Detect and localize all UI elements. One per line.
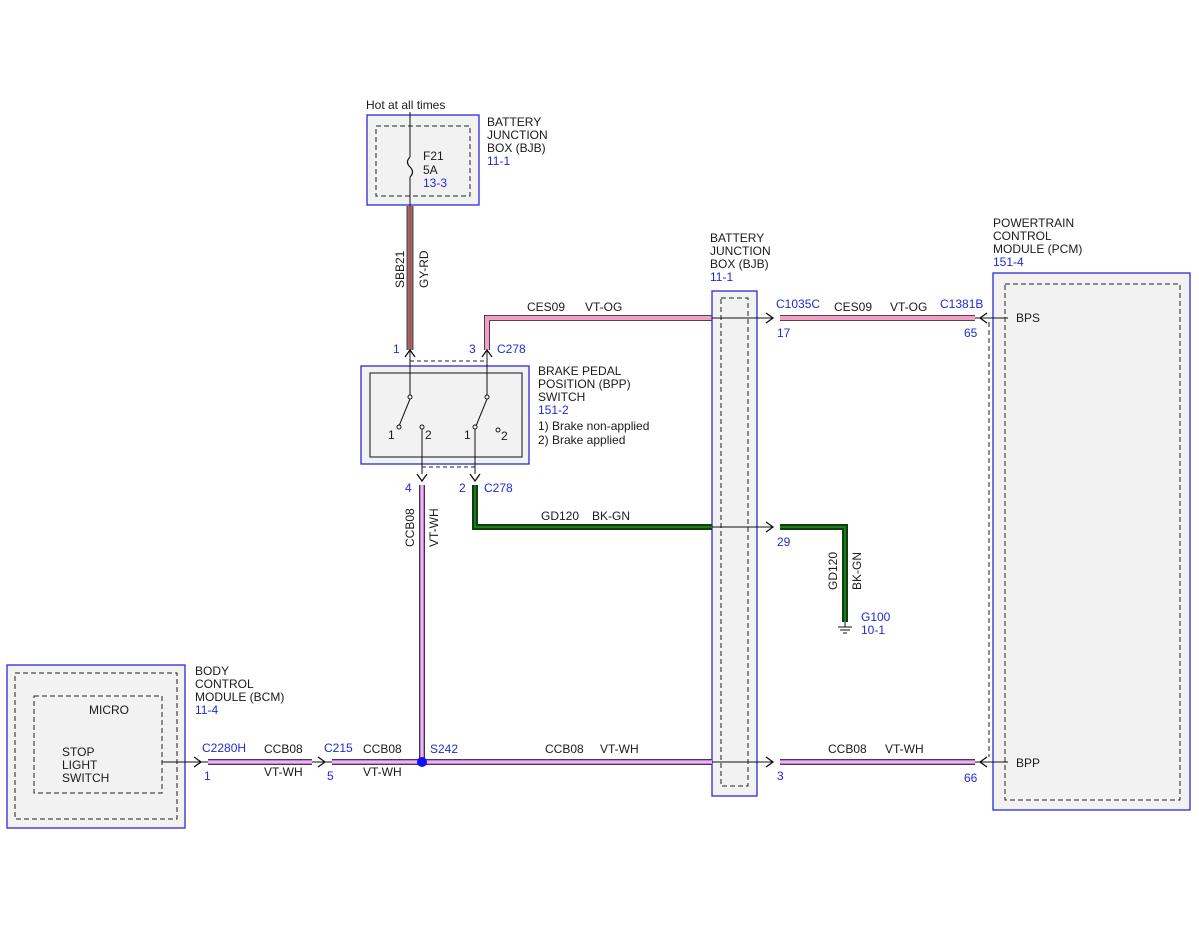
bjb-mid-title-3: BOX (BJB) xyxy=(710,257,769,271)
bjb-mid-title-2: JUNCTION xyxy=(710,244,771,258)
fuse-rating: 5A xyxy=(423,163,438,177)
gd120-vertical-color: BK-GN xyxy=(850,552,864,590)
switch-b-pin2: 2 xyxy=(501,429,508,443)
ces09-right-circuit: CES09 xyxy=(834,300,872,314)
switch-a-pin2: 2 xyxy=(425,428,432,442)
ground-ref[interactable]: 10-1 xyxy=(861,623,885,637)
sbb21-color: GY-RD xyxy=(417,250,431,288)
splice-s242-dot[interactable] xyxy=(417,757,427,767)
pcm-bpp-pin: 66 xyxy=(964,771,978,785)
bcm-ref[interactable]: 11-4 xyxy=(195,703,218,717)
c278-bottom-pin4: 4 xyxy=(405,481,412,495)
bcm-arrow-icon xyxy=(193,756,203,768)
bcm-micro-label: MICRO xyxy=(89,703,129,717)
pcm-title-2: CONTROL xyxy=(993,229,1052,243)
bcm-box xyxy=(6,664,186,829)
c215-pin: 5 xyxy=(327,769,334,783)
c278-top-pin3: 3 xyxy=(469,342,476,356)
gd120-horizontal-color: BK-GN xyxy=(592,509,630,523)
c278-bottom-connector[interactable]: C278 xyxy=(484,481,513,495)
c1381b-pin: 65 xyxy=(964,326,978,340)
bjb-mid-title-1: BATTERY xyxy=(710,231,764,245)
c215-connector[interactable]: C215 xyxy=(324,741,353,755)
c278-top-pin1: 1 xyxy=(393,342,400,356)
fuse-icon xyxy=(406,156,414,178)
ground-name[interactable]: G100 xyxy=(861,610,891,624)
hot-at-all-times-label: Hot at all times xyxy=(366,98,445,112)
bpp-switch-box xyxy=(360,365,530,465)
c2280h-pin: 1 xyxy=(204,769,211,783)
gd120-horizontal-circuit: GD120 xyxy=(541,509,579,523)
bpp-state-2: 2) Brake applied xyxy=(538,433,625,447)
switch-b-pin1: 1 xyxy=(464,428,471,442)
bjb-top-title-3: BOX (BJB) xyxy=(487,141,546,155)
c278-top-connector[interactable]: C278 xyxy=(497,342,526,356)
ground-icon xyxy=(838,622,852,634)
c1381b-connector[interactable]: C1381B xyxy=(940,297,983,311)
ccb08-vertical-circuit: CCB08 xyxy=(403,508,417,547)
bjb-top-title-2: JUNCTION xyxy=(487,128,548,142)
pcm-title-3: MODULE (PCM) xyxy=(993,242,1082,256)
bcm-stop-line2: LIGHT xyxy=(62,758,98,772)
bpp-title-2: POSITION (BPP) xyxy=(538,377,631,391)
bjb-top-title-1: BATTERY xyxy=(487,115,541,129)
pcm-ref[interactable]: 151-4 xyxy=(993,255,1024,269)
ces09-left-circuit: CES09 xyxy=(527,300,565,314)
pcm-title-1: POWERTRAIN xyxy=(993,216,1074,230)
ccb08-seg1-circuit: CCB08 xyxy=(264,742,303,756)
c2280h-connector[interactable]: C2280H xyxy=(202,741,246,755)
bjb-arrow-icons xyxy=(765,312,775,768)
gd120-pin: 29 xyxy=(777,535,791,549)
fuse-ref[interactable]: 13-3 xyxy=(423,176,447,190)
bjb-mid-ref[interactable]: 11-1 xyxy=(710,270,733,284)
ccb08-seg2-circuit: CCB08 xyxy=(363,742,402,756)
pcm-pin-bps: BPS xyxy=(1016,311,1040,325)
switch-a-pin1: 1 xyxy=(388,428,395,442)
bpp-title-1: BRAKE PEDAL xyxy=(538,364,622,378)
c215-arrow-icon xyxy=(317,756,327,768)
c1035c-connector[interactable]: C1035C xyxy=(776,297,820,311)
ccb08-seg3-color: VT-WH xyxy=(600,742,639,756)
bpp-bottom-arrow-icons xyxy=(416,473,481,483)
ces09-right-color: VT-OG xyxy=(890,300,927,314)
wire-sbb21-gy-rd xyxy=(406,206,414,350)
c1035c-pin: 17 xyxy=(777,326,791,340)
bjb-top-box xyxy=(366,114,480,206)
bcm-stop-line1: STOP xyxy=(62,745,94,759)
wire-gd120-horizontal xyxy=(472,485,712,530)
fuse-name: F21 xyxy=(423,149,444,163)
ccb08-seg1-color: VT-WH xyxy=(264,765,303,779)
switch-a-icon xyxy=(396,350,425,474)
ccb08-seg4-circuit: CCB08 xyxy=(828,742,867,756)
bcm-title-3: MODULE (BCM) xyxy=(195,690,284,704)
bpp-title-3: SWITCH xyxy=(538,390,585,404)
pcm-arrow-icons xyxy=(978,312,988,768)
pcm-pin-bpp: BPP xyxy=(1016,756,1040,770)
wire-ces09-left xyxy=(484,315,712,350)
sbb21-circuit: SBB21 xyxy=(393,250,407,288)
bjb-pass-through-lines xyxy=(712,317,772,763)
bpp-ref[interactable]: 151-2 xyxy=(538,403,569,417)
bcm-stop-line3: SWITCH xyxy=(62,771,109,785)
ccb08-seg2-color: VT-WH xyxy=(363,765,402,779)
gd120-vertical-circuit: GD120 xyxy=(826,552,840,590)
bpp-top-arrow-icons xyxy=(404,348,493,358)
bjb-top-ref[interactable]: 11-1 xyxy=(487,154,510,168)
ccb08-vertical-color: VT-WH xyxy=(427,508,441,547)
ccb08-seg4-color: VT-WH xyxy=(885,742,924,756)
bpp-state-1: 1) Brake non-applied xyxy=(538,419,649,433)
c278-bottom-pin2: 2 xyxy=(459,481,466,495)
ccb08-seg3-circuit: CCB08 xyxy=(545,742,584,756)
switch-b-icon xyxy=(472,350,501,474)
ccb-bjb-pin: 3 xyxy=(777,769,784,783)
bcm-title-1: BODY xyxy=(195,664,229,678)
wire-gd120-to-ground xyxy=(780,524,848,622)
bjb-mid-box xyxy=(711,290,758,797)
bcm-title-2: CONTROL xyxy=(195,677,254,691)
s242-label[interactable]: S242 xyxy=(430,742,458,756)
pcm-box xyxy=(992,272,1191,811)
ces09-left-color: VT-OG xyxy=(585,300,622,314)
